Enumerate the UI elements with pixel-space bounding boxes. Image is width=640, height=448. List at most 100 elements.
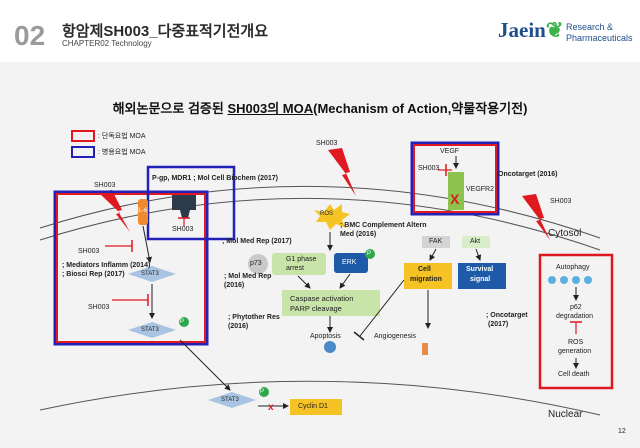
lightning-icon-3 [522,194,550,240]
phospho-label-1: P [180,319,185,325]
cell-death-label: Cell death [558,371,590,378]
cyclin-d1-label: Cyclin D1 [298,403,328,410]
molmed-citation-b2: (2016) [224,282,245,289]
legend-single-swatch [71,130,95,142]
stat3-shape-3 [208,392,256,408]
akt-box [462,236,490,248]
molmed-citation-a: ; Mol Med Rep (2017) [222,238,292,245]
stat3-label-1: STAT3 [141,271,159,277]
ros-burst-shape [314,204,350,230]
erk-label: ERK [342,259,357,266]
vegfr2-receptor-shape [448,172,464,210]
apoptosis-cell-icon [324,341,336,353]
stat3-label-2: STAT3 [141,327,159,333]
vegfr2-label: VEGFR2 [466,186,495,193]
p62-label: p62 [570,304,582,311]
ros-gen-label-2: generation [558,348,592,355]
phospho-icon-3 [365,249,375,259]
phyto-citation-2: (2016) [228,323,249,330]
p62-label-2: degradation [556,313,593,320]
apoptosis-label: Apoptosis [310,333,341,340]
sh003-label-b: SH003 [172,226,194,233]
page-number: 12 [618,428,626,435]
il6-receptor-shape [138,199,148,225]
oncotarget-citation-a: Oncotarget (2016) [498,171,558,178]
combo-moa-box-vegf [410,141,500,216]
single-moa-box-autophagy [538,253,614,390]
sh003-label-f: SH003 [418,165,440,172]
chapter-subtitle: CHAPTER02 Technology [62,39,152,48]
sh003-label-e: SH003 [316,140,338,147]
biosci-citation: ; Biosci Rep (2017) [62,271,125,278]
page-title: 항암제SH003_다중표적기전개요 [62,23,269,40]
diagram-heading: 해외논문으로 검증된 SH003의 MOA(Mechanism of Actio… [0,98,640,117]
cell-migration-box [404,263,452,289]
legend-combo-label: : 병용요법 MOA [98,149,146,156]
phyto-citation: ; Phytother Res [228,314,280,321]
survival-label-2: signal [470,276,491,283]
phospho-label-2: P [260,389,265,395]
stat3-label-3: STAT3 [221,397,239,403]
cell-migration-label-2: migration [410,276,442,283]
autophagy-icon-1 [548,276,556,284]
g1-label: G1 phase [286,256,317,263]
logo-tagline-2: Pharmaceuticals [566,33,633,43]
nuclear-label: Nuclear [548,409,583,420]
ros-gen-label: ROS [568,339,584,346]
caspase-box [282,290,380,316]
single-moa-box-vegf [413,144,497,213]
p73-circle [248,254,268,274]
g1-label-2: arrest [286,265,304,272]
vegf-label: VEGF [440,148,460,155]
p73-label: p73 [250,260,262,267]
company-logo: Jaein❦ [498,18,563,43]
autophagy-icon-4 [584,276,592,284]
stat3-shape-1 [128,266,176,282]
nuclear-membrane [39,380,601,416]
combo-moa-box-left [53,190,209,346]
il6-label: IL-6 [137,208,148,214]
akt-label: Akt [470,238,481,245]
heading-pre: 해외논문으로 검증된 [112,101,228,116]
logo-tagline-1: Research & [566,22,614,32]
legend-single-label: : 단독요법 MOA [98,133,146,140]
survival-signal-box [458,263,506,289]
caspase-label: Caspase activation [290,294,354,303]
sh003-label-c: SH003 [78,248,100,255]
cytosol-label: Cytosol [548,228,582,239]
autophagy-icon-3 [572,276,580,284]
chapter-number: 02 [14,20,46,51]
header-bar [0,0,640,62]
mediators-citation: ; Mediators Inflamm (2014) [62,262,151,269]
autophagy-label: Autophagy [556,264,590,271]
pgp-pump-shape [172,195,196,218]
bmc-citation-2: Med (2016) [340,231,377,238]
single-moa-box-left [56,193,206,343]
sh003-label-d: SH003 [88,304,110,311]
cell-membrane-inner [39,197,601,251]
oncotarget-citation-b2: (2017) [488,321,509,328]
legend-combo-swatch [71,146,95,158]
bmc-citation: ; BMC Complement Altern [340,222,427,229]
angiogenesis-icon [422,343,428,355]
sh003-label-g: SH003 [550,198,572,205]
heading-post: (Mechanism of Action,약물작용기전) [313,101,528,116]
angiogenesis-label: Angiogenesis [374,333,417,340]
sh003-label-a: SH003 [94,182,116,189]
svg-text:X: X [450,191,460,207]
lightning-icon-1 [98,190,130,232]
logo-tagline: Research &Pharmaceuticals [566,22,633,44]
fak-box [422,236,450,248]
phospho-icon-1 [179,317,189,327]
lightning-icon-2 [328,148,356,196]
survival-label: Survival [466,266,494,273]
cyclin-d1-box [290,399,342,415]
erk-box [334,253,368,273]
autophagy-icon-2 [560,276,568,284]
logo-text: Jaein [498,18,546,42]
phospho-label-3: P [367,251,372,257]
phospho-icon-2 [259,387,269,397]
ros-label: ROS [320,211,334,217]
fak-label: FAK [429,238,443,245]
